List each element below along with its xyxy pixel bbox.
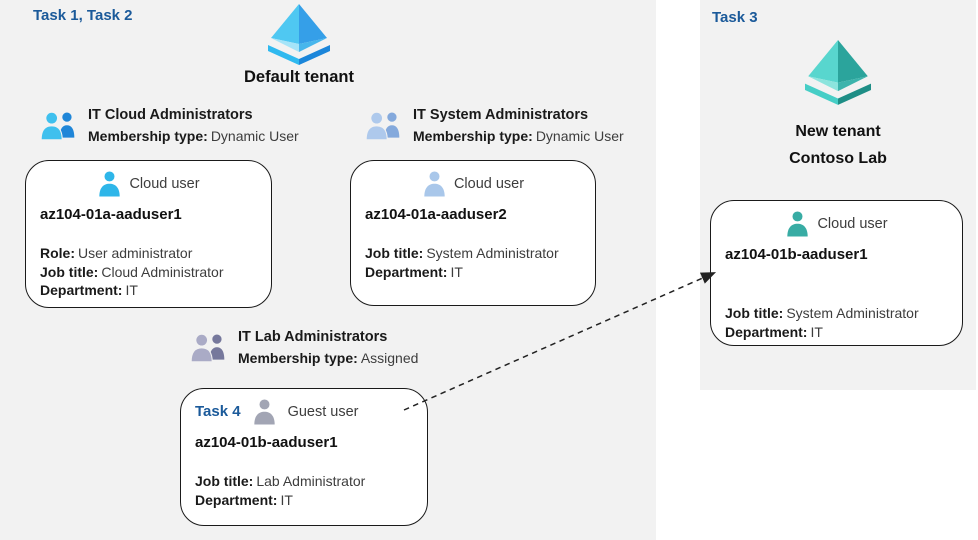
field-job-title: Job title:Lab Administrator <box>195 472 413 491</box>
group-users-icon <box>190 333 225 363</box>
user-name: az104-01b-aaduser1 <box>725 246 868 263</box>
user-name: az104-01b-aaduser1 <box>195 434 338 451</box>
user-name: az104-01a-aaduser2 <box>365 206 507 223</box>
group-it-system-administrators: IT System Administrators Membership type… <box>363 104 624 146</box>
new-tenant-label: New tenant Contoso Lab <box>700 118 976 172</box>
azure-ad-tenant-icon <box>259 4 339 66</box>
user-type-label: Cloud user <box>453 175 525 192</box>
membership-type-label: Membership type: <box>238 350 358 366</box>
field-job-title: Job title:System Administrator <box>365 244 581 263</box>
field-department: Department:IT <box>725 323 948 342</box>
card-header: Cloud user <box>365 170 581 197</box>
group-users-icon <box>365 111 400 141</box>
cloud-user-icon <box>99 171 121 197</box>
user-card-guest-user: Task 4 Guest user az104-01b-aaduser1 Job… <box>180 388 428 526</box>
field-label: Department: <box>40 282 123 298</box>
group-users-icon <box>40 111 75 141</box>
task-3-label: Task 3 <box>712 9 758 26</box>
field-label: Role: <box>40 245 75 261</box>
cloud-user-icon <box>424 171 445 197</box>
azure-ad-new-tenant-icon <box>798 40 878 106</box>
card-header: Cloud user <box>725 210 948 237</box>
field-value: Cloud Administrator <box>101 263 224 280</box>
membership-type-line: Membership type:Dynamic User <box>88 126 299 146</box>
membership-type-label: Membership type: <box>88 128 208 144</box>
membership-type-label: Membership type: <box>413 128 533 144</box>
field-value: System Administrator <box>786 305 919 321</box>
membership-type-value: Dynamic User <box>535 128 624 144</box>
field-department: Department:IT <box>195 491 413 510</box>
new-tenant-line2: Contoso Lab <box>789 150 887 167</box>
field-job-title: Job title:System Administrator <box>725 304 948 323</box>
field-value: IT <box>450 263 463 280</box>
group-title: IT Lab Administrators <box>238 329 388 345</box>
group-title: IT System Administrators <box>413 107 589 123</box>
guest-user-icon <box>253 399 275 425</box>
field-role: Role:User administrator <box>40 244 257 263</box>
user-type-label: Cloud user <box>817 215 888 232</box>
field-label: Job title: <box>365 245 424 261</box>
group-it-cloud-administrators: IT Cloud Administrators Membership type:… <box>38 104 299 146</box>
field-department: Department:IT <box>365 263 581 282</box>
new-tenant-line1: New tenant <box>795 123 881 140</box>
card-header: Task 4 Guest user <box>195 398 413 425</box>
field-department: Department:IT <box>40 281 257 300</box>
membership-type-line: Membership type:Assigned <box>238 348 418 368</box>
task-4-label: Task 4 <box>195 403 241 420</box>
field-label: Department: <box>195 491 278 508</box>
cloud-user-icon <box>787 211 809 237</box>
membership-type-value: Dynamic User <box>210 128 299 144</box>
group-it-lab-administrators: IT Lab Administrators Membership type:As… <box>188 326 418 368</box>
user-name: az104-01a-aaduser1 <box>40 206 182 223</box>
field-value: Lab Administrator <box>256 473 366 489</box>
group-title: IT Cloud Administrators <box>88 107 253 123</box>
card-header: Cloud user <box>40 170 257 197</box>
membership-type-value: Assigned <box>360 350 419 366</box>
field-job-title: Job title:Cloud Administrator <box>40 263 257 282</box>
default-tenant-label: Default tenant <box>243 68 354 86</box>
membership-type-line: Membership type:Dynamic User <box>413 126 624 146</box>
field-label: Job title: <box>725 305 784 321</box>
user-card-new-tenant-user: Cloud user az104-01b-aaduser1 Job title:… <box>710 200 963 346</box>
user-type-label: Guest user <box>287 403 359 420</box>
field-label: Job title: <box>40 263 99 280</box>
field-value: IT <box>280 491 293 508</box>
user-card-cloud-user-2: Cloud user az104-01a-aaduser2 Job title:… <box>350 160 596 306</box>
field-value: IT <box>125 282 138 298</box>
user-type-label: Cloud user <box>129 175 200 192</box>
field-value: User administrator <box>78 245 193 261</box>
field-label: Department: <box>725 323 808 340</box>
field-value: System Administrator <box>426 245 559 261</box>
field-label: Job title: <box>195 473 254 489</box>
task-1-2-label: Task 1, Task 2 <box>33 7 133 24</box>
user-card-cloud-user-1: Cloud user az104-01a-aaduser1 Role:User … <box>25 160 272 308</box>
field-value: IT <box>810 323 823 340</box>
field-label: Department: <box>365 263 448 280</box>
